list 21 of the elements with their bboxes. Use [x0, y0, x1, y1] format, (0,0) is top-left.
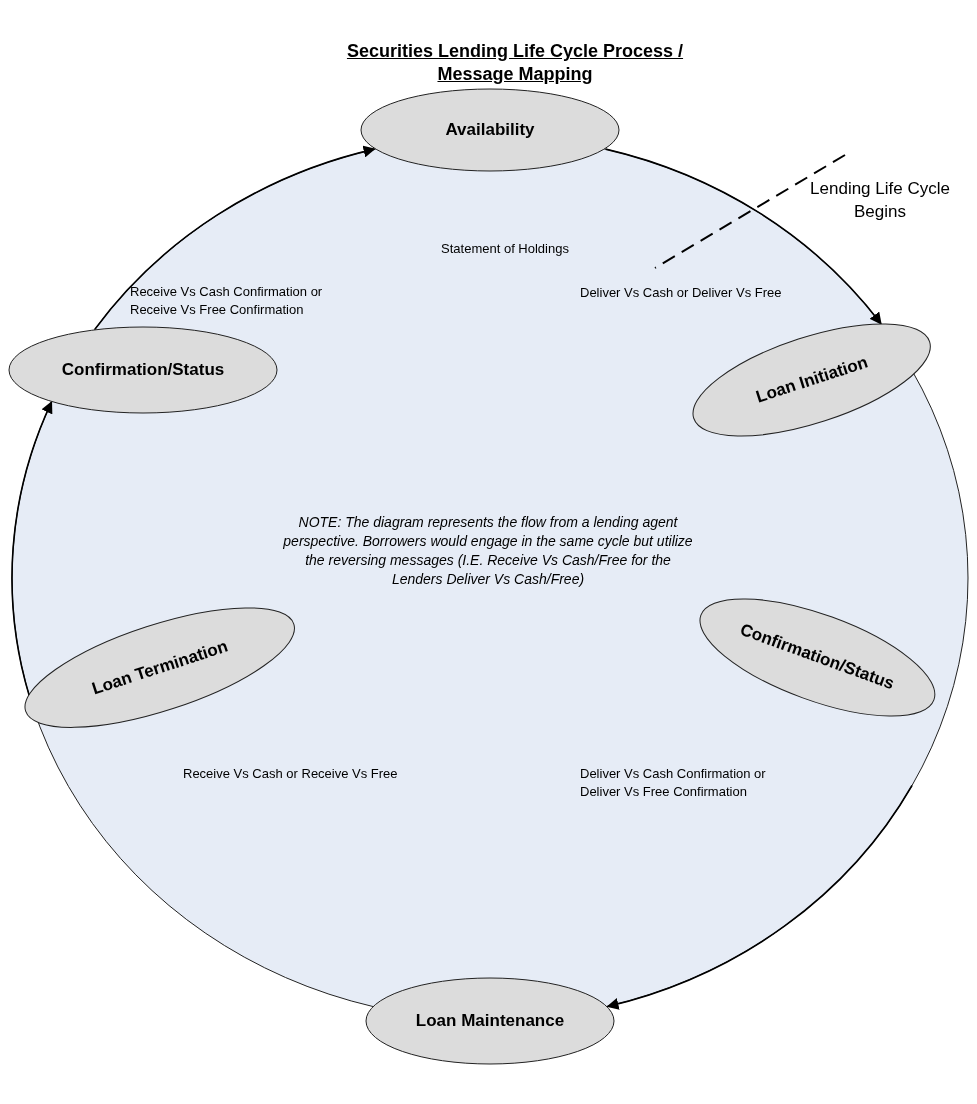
- process-ellipse: [698, 597, 936, 717]
- node-label: Confirmation/Status: [61, 360, 225, 380]
- process-ellipse: [24, 607, 296, 729]
- annotation-text: Deliver Vs Cash or Deliver Vs Free: [580, 284, 783, 302]
- arrow: [604, 148, 882, 325]
- annotation-text: Lending Life Cycle Begins: [809, 178, 951, 223]
- annotation-text: Statement of Holdings: [440, 240, 570, 258]
- arrow: [606, 784, 913, 1010]
- node-label: Loan Maintenance: [415, 1011, 565, 1031]
- process-ellipse: [365, 977, 615, 1065]
- arrow: [93, 146, 376, 331]
- process-ellipse: [692, 323, 932, 437]
- note-text: NOTE: The diagram represents the flow from a lending agent perspective. Borrowers would engage in the same cycle but utilize the reversing messages (I.E. Receive Vs Cash/Free for the Lenders Deliver Vs Cash/Free): [282, 513, 694, 589]
- diagram-title: Securities Lending Life Cycle Process / Message Mapping: [345, 40, 685, 87]
- process-ellipse: [360, 88, 620, 172]
- node-label: Availability: [445, 120, 535, 140]
- annotation-text: Receive Vs Cash Confirmation or Receive Vs Free Confirmation: [130, 283, 324, 319]
- arrow: [11, 401, 54, 697]
- annotation-text: Deliver Vs Cash Confirmation or Deliver Vs Free Confirmation: [580, 765, 767, 801]
- process-ellipse: [8, 326, 278, 414]
- annotation-text: Receive Vs Cash or Receive Vs Free: [183, 765, 399, 783]
